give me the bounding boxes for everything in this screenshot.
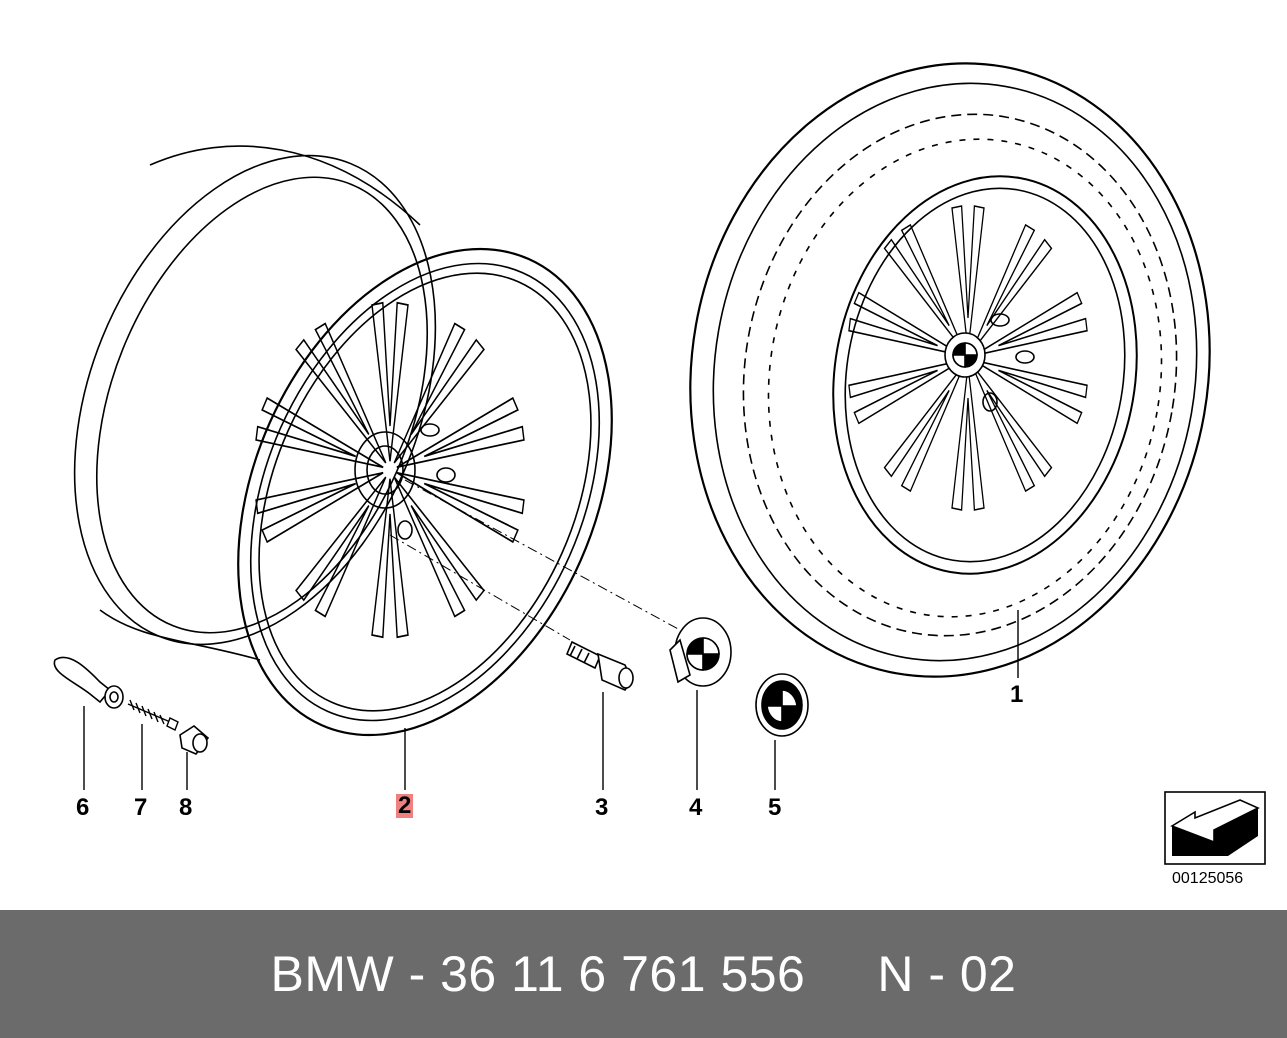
valve-stem — [53, 656, 124, 709]
callout-5: 5 — [768, 794, 782, 821]
callout-6: 6 — [76, 794, 90, 821]
wheel-exploded-view — [53, 62, 1266, 865]
callout-leaders — [83, 610, 1019, 790]
callout-4: 4 — [689, 794, 703, 821]
valve-core — [127, 699, 179, 731]
callout-7: 7 — [134, 794, 148, 821]
valve-cap — [179, 725, 210, 755]
parts-diagram: 1 2 3 4 5 6 7 8 00125056 — [53, 62, 1266, 887]
wheel-bolt — [565, 640, 634, 691]
part-number-footer: BMW - 36 11 6 761 556 N - 02 — [0, 910, 1287, 1038]
complete-wheel-drawing — [689, 62, 1211, 678]
callout-3: 3 — [595, 794, 609, 821]
callout-1: 1 — [1010, 681, 1024, 708]
arrow-icon — [1164, 791, 1266, 865]
part-number-text: BMW - 36 11 6 761 556 N - 02 — [270, 946, 1017, 1002]
assembly-lines — [389, 479, 681, 641]
hub-cap — [669, 617, 732, 687]
rim-drawing — [73, 145, 613, 737]
diagram-catalog-number: 00125056 — [1172, 870, 1244, 887]
callout-2: 2 — [396, 792, 414, 819]
callout-8: 8 — [179, 794, 193, 821]
bmw-emblem-icon — [755, 673, 809, 737]
